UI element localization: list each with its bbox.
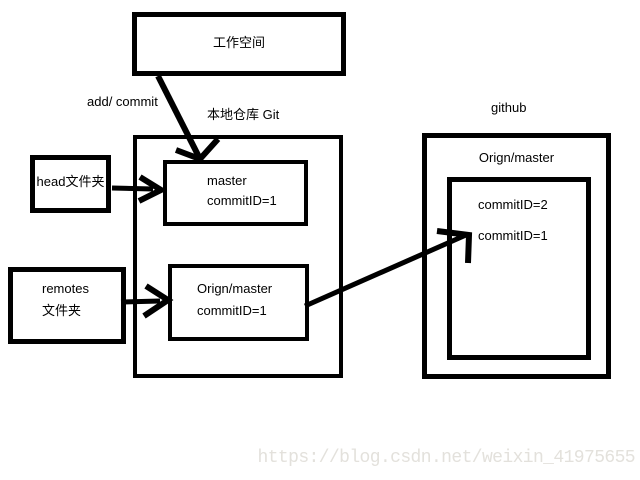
github-commits-box: commitID=2 commitID=1 xyxy=(447,177,591,360)
github-commit-bottom: commitID=1 xyxy=(478,228,548,243)
watermark-url: https://blog.csdn.net/weixin_41975655 xyxy=(257,448,636,468)
remotes-folder-line2: 文件夹 xyxy=(42,303,82,318)
remotes-folder-line1: remotes xyxy=(42,281,89,296)
head-folder-label: head文件夹 xyxy=(36,173,105,189)
github-commit-top: commitID=2 xyxy=(478,197,548,212)
add-commit-label: add/ commit xyxy=(87,94,158,109)
remotes-folder-box: remotes 文件夹 xyxy=(8,267,126,344)
workspace-box: 工作空间 xyxy=(132,12,346,76)
local-origin-box-commit: commitID=1 xyxy=(197,303,267,318)
local-origin-box: Orign/master commitID=1 xyxy=(168,264,309,341)
workspace-label: 工作空间 xyxy=(212,34,265,50)
master-box-title: master xyxy=(207,173,247,188)
local-repo-label: 本地仓库 Git xyxy=(207,107,280,122)
master-box-commit: commitID=1 xyxy=(207,193,277,208)
master-box: master commitID=1 xyxy=(163,160,308,226)
github-label: github xyxy=(491,100,527,115)
head-folder-box: head文件夹 xyxy=(30,155,111,213)
local-origin-box-title: Orign/master xyxy=(197,281,273,296)
github-origin-title: Orign/master xyxy=(478,150,555,165)
